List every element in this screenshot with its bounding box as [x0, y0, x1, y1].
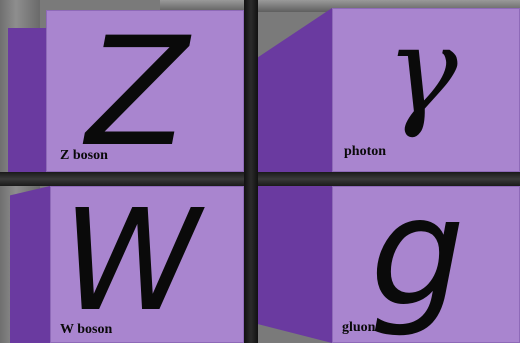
- w-boson-symbol: W: [62, 192, 200, 332]
- w-boson-block: W W boson: [10, 186, 244, 343]
- gluon-label: gluon: [342, 320, 375, 336]
- w-boson-block-side: [10, 186, 50, 343]
- z-boson-block-side: [8, 28, 46, 172]
- photon-label: photon: [344, 144, 386, 160]
- gluon-block: g gluon: [258, 186, 520, 343]
- photon-block: γ photon: [258, 8, 520, 172]
- gluon-block-side: [258, 186, 332, 343]
- horizontal-divider: [0, 172, 520, 186]
- photon-symbol: γ: [386, 12, 458, 132]
- vertical-divider: [244, 0, 258, 343]
- z-boson-symbol: Z: [86, 18, 189, 168]
- gluon-symbol: g: [370, 178, 465, 328]
- photon-block-side: [258, 8, 332, 172]
- z-boson-label: Z boson: [60, 148, 108, 164]
- w-boson-label: W boson: [60, 322, 112, 338]
- z-boson-block: Z Z boson: [8, 10, 244, 172]
